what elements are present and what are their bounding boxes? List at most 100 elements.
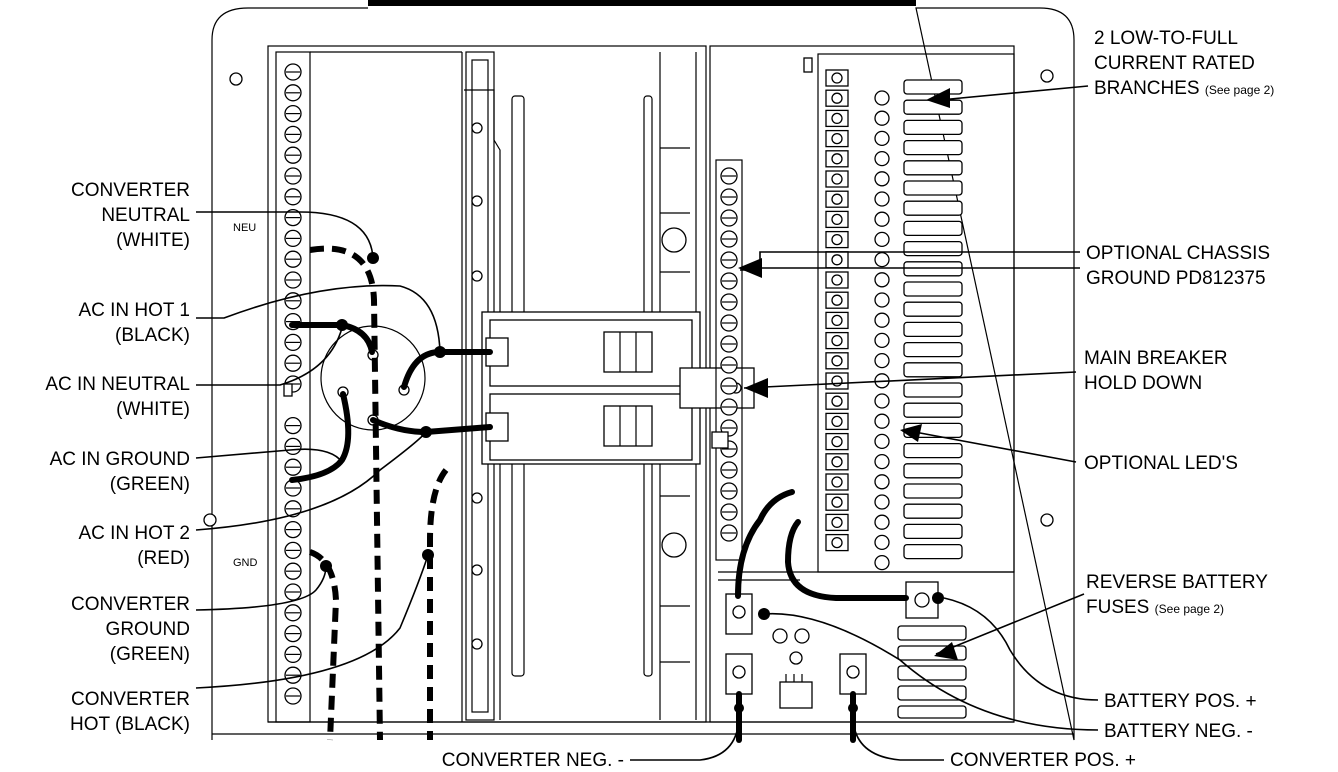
label-ac-in-ground: AC IN GROUND (GREEN) (50, 449, 190, 495)
svg-text:CONVERTER: CONVERTER (71, 594, 190, 615)
rail-knob (661, 532, 687, 558)
branch-screw (831, 254, 843, 266)
svg-text:FUSES (See page 2): FUSES (See page 2) (1086, 597, 1224, 618)
mount-hole (229, 72, 243, 86)
main-breaker-1 (489, 319, 693, 387)
branch-led (874, 90, 890, 106)
branch-fuse (903, 362, 963, 378)
branch-led (874, 514, 890, 530)
arrow-head (926, 88, 950, 108)
branch-screw (831, 516, 843, 529)
branch-fuse (903, 442, 963, 459)
wire-joint (848, 703, 858, 713)
branch-screw (831, 274, 843, 286)
svg-text:AC IN HOT 2: AC IN HOT 2 (78, 523, 190, 544)
left-bus-bar (275, 51, 311, 723)
mount-hole (1040, 513, 1054, 527)
branch-fuse (903, 402, 963, 418)
branch-led (874, 393, 890, 409)
wire-joint (932, 592, 944, 604)
branch-led (874, 191, 890, 207)
branch-led (874, 272, 890, 288)
label-converter-hot: CONVERTER HOT (BLACK) (70, 689, 190, 735)
mount-hole (203, 513, 217, 527)
branch-rows (825, 69, 963, 571)
arrow-head (900, 424, 922, 442)
branch-screw (831, 496, 843, 508)
rail-screw (471, 270, 483, 282)
svg-text:2 LOW-TO-FULL: 2 LOW-TO-FULL (1094, 28, 1238, 49)
neu-mark: NEU (233, 222, 256, 234)
lug-screw (846, 665, 860, 679)
branch-led (874, 474, 890, 490)
wire-joint (336, 319, 348, 331)
arrow-head (738, 258, 762, 278)
branch-screw (831, 334, 843, 347)
svg-text:AC IN NEUTRAL: AC IN NEUTRAL (45, 374, 190, 395)
spare-fuse (897, 665, 967, 681)
branch-led (874, 251, 890, 268)
breaker-handle (603, 405, 653, 447)
svg-text:GROUND: GROUND (106, 619, 190, 640)
branch-fuse (903, 180, 963, 196)
branch-fuse (903, 79, 963, 95)
branch-screw (831, 536, 843, 549)
lug-screw (732, 665, 746, 679)
rail-screw (471, 564, 483, 576)
battery-neg-wire (735, 489, 795, 599)
branch-fuse (903, 139, 963, 156)
svg-text:(WHITE): (WHITE) (116, 230, 190, 251)
branch-screw (831, 375, 843, 387)
branch-screw (831, 294, 843, 306)
branch-fuse (903, 463, 963, 479)
rail-screw (471, 492, 483, 504)
branch-screw (831, 456, 843, 468)
branch-fuse (903, 382, 963, 398)
ac-neutral-wire (289, 322, 375, 355)
ac-hot1-wire (401, 349, 493, 390)
label-branches: 2 LOW-TO-FULL CURRENT RATED BRANCHES (Se… (1094, 28, 1274, 99)
branch-screw (831, 72, 843, 84)
svg-text:NEUTRAL: NEUTRAL (101, 205, 190, 226)
branch-screw (831, 415, 843, 428)
bus-clip (711, 431, 729, 449)
svg-text:CONVERTER: CONVERTER (71, 180, 190, 201)
connector (779, 681, 813, 709)
branch-screw (831, 233, 843, 246)
rail-knob (661, 227, 687, 253)
branch-led (874, 150, 890, 167)
svg-text:MAIN BREAKER: MAIN BREAKER (1084, 348, 1228, 369)
label-ac-in-hot1: AC IN HOT 1 (BLACK) (78, 300, 190, 346)
branch-led (874, 292, 890, 308)
rail-screw (471, 122, 483, 134)
ac-ground-wire (289, 391, 352, 483)
svg-text:GROUND PD812375: GROUND PD812375 (1086, 268, 1266, 289)
label-main-breaker: MAIN BREAKER HOLD DOWN (1084, 348, 1228, 394)
spare-fuse (897, 685, 967, 701)
svg-text:AC IN HOT 1: AC IN HOT 1 (78, 300, 190, 321)
branch-screw (831, 314, 843, 327)
converter-ground-dashed-wire (308, 549, 340, 741)
branch-screw (831, 435, 843, 448)
led-socket (772, 628, 788, 644)
branch-fuse (903, 543, 963, 560)
branch-fuse (903, 503, 963, 519)
label-optional-leds: OPTIONAL LED'S (1084, 453, 1238, 474)
connector-pins (785, 674, 803, 682)
branch-fuse (903, 341, 963, 358)
label-converter-neutral: CONVERTER NEUTRAL (WHITE) (71, 180, 190, 251)
svg-text:(RED): (RED) (137, 548, 190, 569)
branch-fuse (903, 240, 963, 257)
branch-led (874, 494, 890, 510)
label-converter-ground: CONVERTER GROUND (GREEN) (71, 594, 190, 665)
wire-joint (734, 703, 744, 713)
rail-screw (471, 195, 483, 207)
branch-led (874, 332, 890, 349)
svg-text:(BLACK): (BLACK) (115, 325, 190, 346)
breaker-handle (603, 331, 653, 373)
label-reverse-battery: REVERSE BATTERY FUSES (See page 2) (1086, 572, 1268, 618)
led-socket (789, 651, 803, 665)
branch-fuse (903, 160, 963, 176)
chassis-ground-bus (715, 159, 743, 561)
branch-led (874, 413, 890, 429)
